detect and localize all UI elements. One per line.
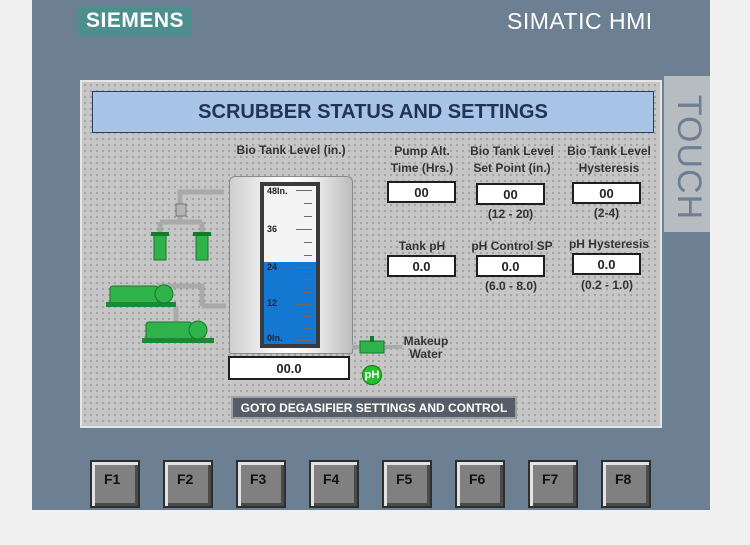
tank-level-fill: [264, 261, 316, 344]
pipe-segment: [177, 189, 224, 208]
piping-diagram: [106, 189, 226, 343]
scale-tick: [296, 304, 312, 305]
f7-key-label: F7: [542, 471, 559, 487]
makeup-water-label-line1: Makeup: [403, 334, 449, 348]
scale-tick: [304, 292, 312, 293]
f6-key-label: F6: [469, 471, 486, 487]
ph-indicator-icon[interactable]: pH: [362, 365, 382, 385]
f3-key-label: F3: [250, 471, 267, 487]
scale-label: 36: [267, 224, 278, 234]
pump-alt-label-line1: Pump Alt.: [394, 144, 450, 158]
ph-control-sp-range: (6.0 - 8.0): [484, 279, 538, 293]
level-hysteresis-label-line1: Bio Tank Level: [567, 144, 651, 158]
ph-hysteresis-field[interactable]: 0.0: [572, 253, 641, 275]
pump-1-icon: [106, 284, 176, 307]
makeup-water-label: Makeup Water: [398, 335, 454, 361]
scale-tick: [296, 229, 312, 230]
ph-hysteresis-label: pH Hysteresis: [568, 237, 650, 251]
scale-label: 12: [267, 298, 278, 308]
ph-control-sp-field[interactable]: 0.0: [476, 255, 545, 277]
scale-tick: [296, 340, 312, 341]
siemens-logo: SIEMENS: [78, 6, 192, 36]
level-setpoint-label-line2: Set Point (in.): [473, 161, 551, 175]
bio-tank-level-gauge: 48In. 36 24 12 0In.: [260, 182, 320, 348]
f2-key[interactable]: F2: [163, 460, 213, 508]
f3-key[interactable]: F3: [236, 460, 286, 508]
pump-alt-label: Pump Alt. Time (Hrs.): [382, 143, 462, 177]
scale-tick: [296, 190, 312, 191]
bio-tank-level-label: Bio Tank Level (in.): [236, 143, 346, 157]
page-title: SCRUBBER STATUS AND SETTINGS: [92, 91, 654, 133]
f4-key-label: F4: [323, 471, 340, 487]
f4-key[interactable]: F4: [309, 460, 359, 508]
f2-key-label: F2: [177, 471, 194, 487]
scale-label: 48In.: [267, 186, 288, 196]
scale-tick: [304, 316, 312, 317]
f8-key[interactable]: F8: [601, 460, 651, 508]
level-hysteresis-label: Bio Tank Level Hysteresis: [562, 143, 656, 177]
touch-label: TOUCH: [670, 94, 709, 220]
scale-label: 0In.: [267, 333, 283, 343]
f7-key[interactable]: F7: [528, 460, 578, 508]
ph-hysteresis-range: (0.2 - 1.0): [580, 278, 634, 292]
makeup-water-valve-icon: [352, 336, 402, 354]
tank-ph-label: Tank pH: [398, 239, 446, 253]
scale-tick: [304, 255, 312, 256]
level-hysteresis-range: (2-4): [593, 206, 620, 220]
pump-2-icon: [142, 320, 214, 343]
bio-tank-level-value: 00.0: [228, 356, 350, 380]
scale-tick: [304, 203, 312, 204]
f1-key-label: F1: [104, 471, 121, 487]
pump-alt-label-line2: Time (Hrs.): [390, 161, 454, 175]
check-valve-right-icon: [193, 232, 211, 261]
f5-key-label: F5: [396, 471, 413, 487]
hmi-screen: SCRUBBER STATUS AND SETTINGS Bio Tank Le…: [80, 80, 662, 428]
level-setpoint-label: Bio Tank Level Set Point (in.): [466, 143, 558, 177]
f1-key[interactable]: F1: [90, 460, 140, 508]
pipe-fitting: [175, 203, 187, 217]
level-hysteresis-label-line2: Hysteresis: [578, 161, 640, 175]
f6-key[interactable]: F6: [455, 460, 505, 508]
scale-tick: [304, 216, 312, 217]
makeup-water-label-line2: Water: [409, 347, 443, 361]
scale-tick: [304, 328, 312, 329]
level-setpoint-label-line1: Bio Tank Level: [470, 144, 554, 158]
tank-ph-value: 0.0: [387, 255, 456, 277]
check-valve-left-icon: [151, 232, 169, 261]
level-setpoint-range: (12 - 20): [487, 207, 534, 221]
goto-degasifier-button[interactable]: GOTO DEGASIFIER SETTINGS AND CONTROL: [231, 396, 517, 419]
scale-label: 24: [267, 262, 278, 272]
level-setpoint-field[interactable]: 00: [476, 183, 545, 205]
ph-control-sp-label: pH Control SP: [471, 239, 553, 253]
f8-key-label: F8: [615, 471, 632, 487]
touch-strip: [664, 76, 710, 232]
scale-tick: [304, 242, 312, 243]
product-name: SIMATIC HMI: [507, 8, 653, 34]
level-hysteresis-field[interactable]: 00: [572, 182, 641, 204]
gauge-scale: 48In. 36 24 12 0In.: [264, 186, 316, 344]
scale-tick: [304, 279, 312, 280]
pump-alt-time-field[interactable]: 00: [387, 181, 456, 203]
scale-tick: [296, 267, 312, 268]
f5-key[interactable]: F5: [382, 460, 432, 508]
